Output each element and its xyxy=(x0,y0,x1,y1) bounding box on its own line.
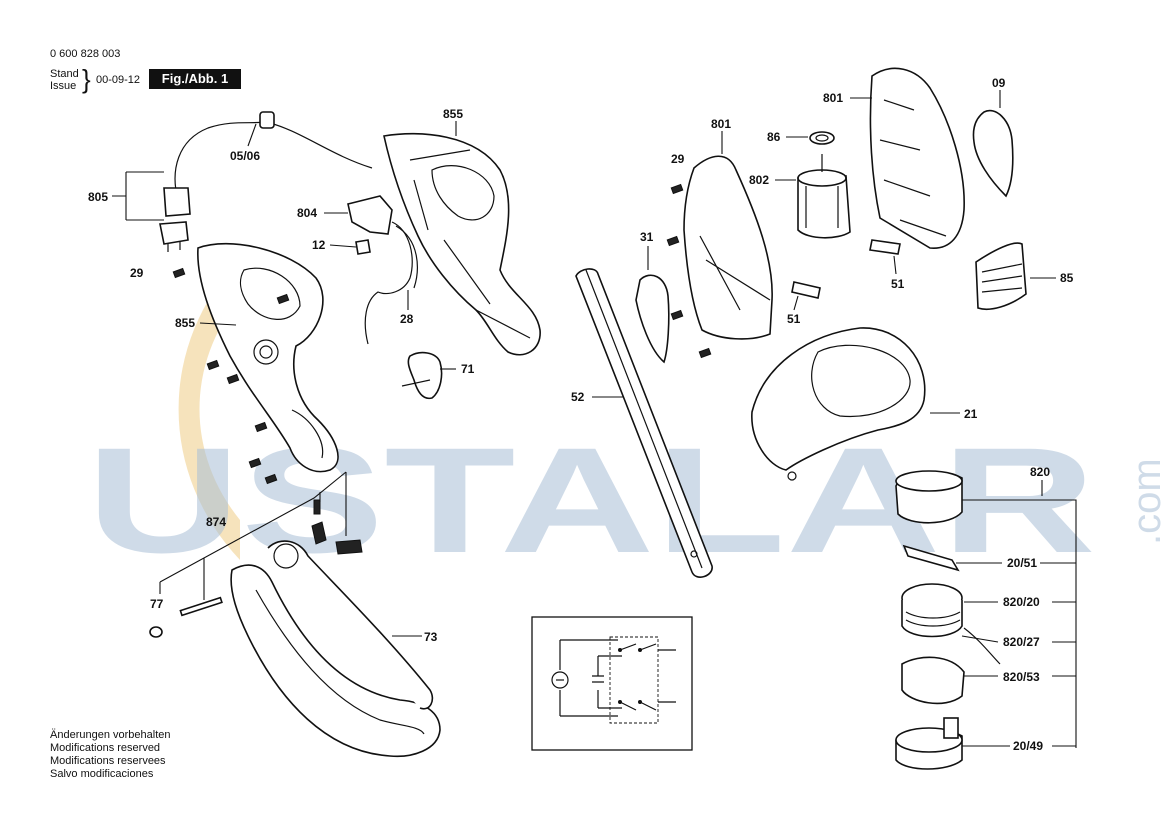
label-805: 805 xyxy=(88,190,108,204)
label-52: 52 xyxy=(571,390,585,404)
label-28: 28 xyxy=(400,312,414,326)
label-85: 85 xyxy=(1060,271,1074,285)
label-20-51: 20/51 xyxy=(1007,556,1037,570)
leader-51a xyxy=(893,255,897,275)
housing-half-left xyxy=(197,242,339,473)
leader-874 xyxy=(159,471,347,600)
seal-09 xyxy=(972,109,1014,198)
label-51b: 51 xyxy=(787,312,801,326)
label-71: 71 xyxy=(461,362,475,376)
key-71 xyxy=(401,351,443,400)
label-820: 820 xyxy=(1030,465,1050,479)
label-12: 12 xyxy=(312,238,326,252)
issue-date: 00-09-12 xyxy=(96,74,141,86)
issue-label: Issue xyxy=(50,80,77,92)
label-51a: 51 xyxy=(891,277,905,291)
note-es: Salvo modificaciones xyxy=(50,768,154,780)
label-77: 77 xyxy=(150,597,164,611)
label-29b: 29 xyxy=(671,152,685,166)
label-820-27: 820/27 xyxy=(1003,635,1040,649)
label-20-49: 20/49 xyxy=(1013,739,1043,753)
leader-51b xyxy=(793,295,799,311)
label-855b: 855 xyxy=(175,316,195,330)
label-21: 21 xyxy=(964,407,978,421)
label-31: 31 xyxy=(640,230,654,244)
label-802: 802 xyxy=(749,173,769,187)
grille-85 xyxy=(975,242,1027,310)
note-de: Änderungen vorbehalten xyxy=(50,729,171,741)
screws-left xyxy=(172,267,290,485)
label-801b: 801 xyxy=(823,91,843,105)
stand-label: Stand xyxy=(50,68,79,80)
label-820-53: 820/53 xyxy=(1003,670,1040,684)
watermark-suffix: .com xyxy=(1125,458,1168,545)
leader-05-06 xyxy=(247,123,257,147)
cover-half-801-right xyxy=(869,67,965,249)
tube-52 xyxy=(575,268,713,578)
label-05-06: 05/06 xyxy=(230,149,260,163)
watermark-orange-arc xyxy=(178,258,240,560)
label-86: 86 xyxy=(767,130,781,144)
leader-805 xyxy=(112,171,164,221)
label-804: 804 xyxy=(297,206,317,220)
screws-middle xyxy=(666,183,712,359)
motor-802 xyxy=(797,131,851,239)
note-en: Modifications reserved xyxy=(50,742,161,754)
brushes-51 xyxy=(791,239,901,299)
spool-clip xyxy=(902,544,960,572)
figure-badge: Fig./Abb. 1 xyxy=(149,69,241,89)
switch-assembly xyxy=(347,195,418,345)
spool-cover-53 xyxy=(901,656,965,705)
leader-820 xyxy=(956,480,1077,748)
label-820-20: 820/20 xyxy=(1003,595,1040,609)
brace: } xyxy=(82,64,91,94)
label-801a: 801 xyxy=(711,117,731,131)
label-29a: 29 xyxy=(130,266,144,280)
handle-fasteners xyxy=(149,499,363,638)
leader-855b xyxy=(199,322,237,326)
label-09: 09 xyxy=(992,76,1006,90)
label-855a: 855 xyxy=(443,107,463,121)
wiring-schematic xyxy=(531,616,693,751)
housing-half-right xyxy=(383,132,541,356)
label-874: 874 xyxy=(206,515,226,529)
guard-21 xyxy=(751,327,926,481)
power-cable xyxy=(159,111,373,252)
leader-12 xyxy=(329,244,357,248)
cover-half-801 xyxy=(635,155,773,364)
spool-assembly xyxy=(895,470,1001,770)
handle-73 xyxy=(230,540,441,758)
part-number: 0 600 828 003 xyxy=(50,48,121,60)
label-73: 73 xyxy=(424,630,438,644)
note-fr: Modifications reservees xyxy=(50,755,166,767)
